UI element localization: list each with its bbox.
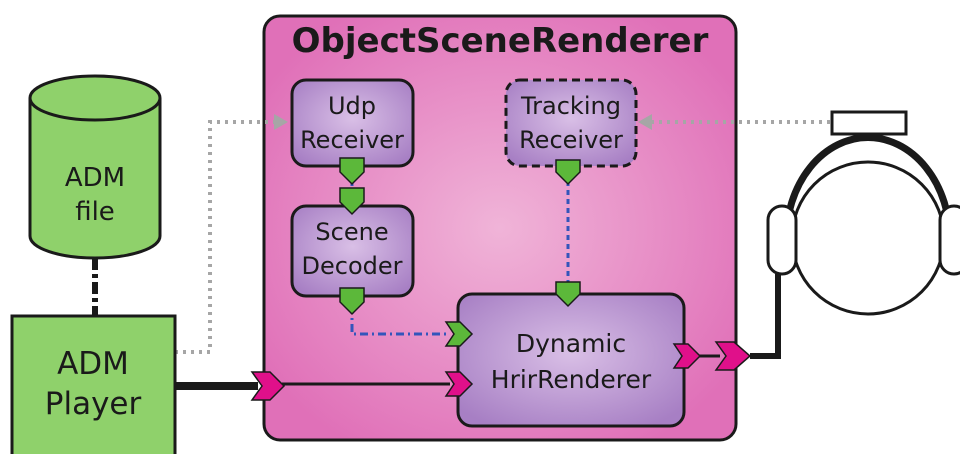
link-to-headphones xyxy=(750,274,781,359)
adm-player-label-1: ADM xyxy=(57,346,129,382)
scene-out-port xyxy=(339,287,365,316)
link-scene-to-hrir xyxy=(350,306,450,336)
tracking-receiver-block[interactable]: Tracking Receiver xyxy=(504,78,638,168)
adm-file-label-1: ADM xyxy=(65,163,125,193)
hrir-scene-in-port xyxy=(444,321,474,347)
scene-decoder-block[interactable]: Scene Decoder xyxy=(290,204,415,298)
adm-file-label-2: file xyxy=(75,197,115,227)
scene-decoder-label-1: Scene xyxy=(315,218,388,246)
arrowhead-tracking xyxy=(638,114,652,130)
hrir-renderer-block[interactable]: Dynamic HrirRenderer xyxy=(456,292,686,428)
udp-receiver-label-2: Receiver xyxy=(300,126,404,154)
tracking-out-port xyxy=(555,159,581,186)
link-player-to-udp xyxy=(175,120,276,354)
udp-receiver-label-1: Udp xyxy=(328,92,376,120)
scene-decoder-label-2: Decoder xyxy=(302,252,403,280)
tracking-receiver-label-2: Receiver xyxy=(519,126,623,154)
hrir-renderer-label-1: Dynamic xyxy=(516,329,626,358)
tracking-receiver-label-1: Tracking xyxy=(520,92,621,120)
renderer-audio-in-port xyxy=(250,371,286,401)
renderer-audio-out-port xyxy=(714,341,752,371)
adm-player-block[interactable]: ADM Player xyxy=(10,314,177,454)
udp-out-port xyxy=(339,157,365,186)
adm-file-cylinder[interactable]: ADM file xyxy=(28,74,162,260)
hrir-audio-in-port xyxy=(444,371,474,397)
arrowhead-udp xyxy=(274,114,288,130)
scene-in-port xyxy=(339,187,365,216)
hrir-renderer-label-2: HrirRenderer xyxy=(491,365,652,394)
hrir-audio-out-port xyxy=(672,343,702,369)
udp-receiver-block[interactable]: Udp Receiver xyxy=(290,78,415,168)
hrir-tracking-in-port xyxy=(555,281,581,308)
headphones-icon xyxy=(766,110,960,316)
adm-player-label-2: Player xyxy=(45,386,142,422)
renderer-title: ObjectSceneRenderer xyxy=(292,21,709,61)
